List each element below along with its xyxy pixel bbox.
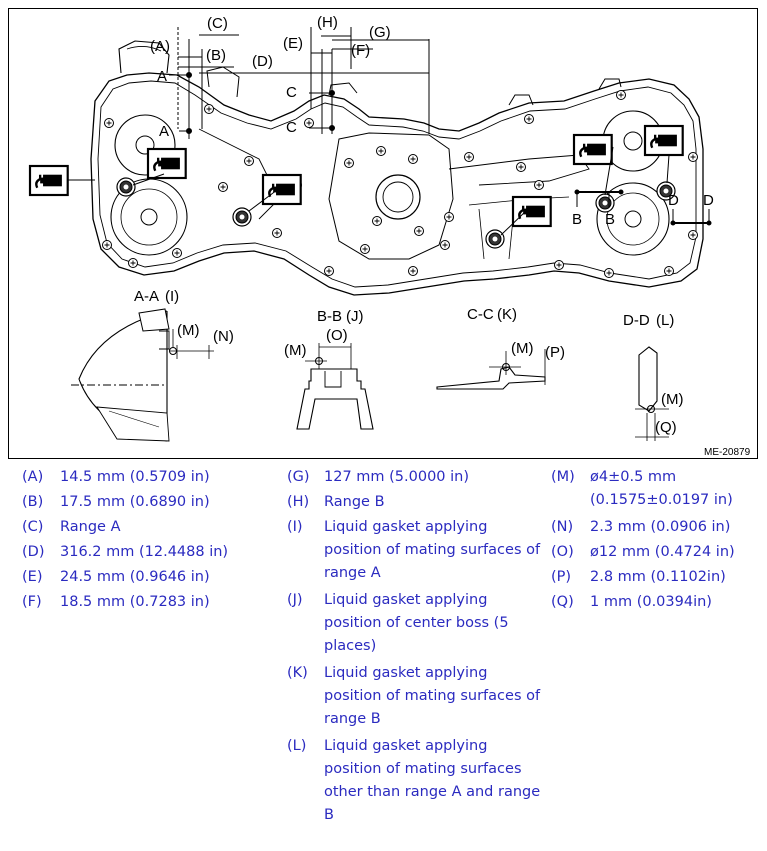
bottle-icon	[146, 147, 187, 180]
legend-value: (0.1575±0.0197 in)	[590, 492, 733, 508]
legend-key: (F)	[22, 594, 42, 610]
label-p: (P)	[545, 344, 565, 361]
legend-key: (P)	[551, 569, 572, 585]
engine-front-cover-figure: (A) (C) (B) (D) (E) (H) (G) (F) A A C C …	[8, 8, 758, 459]
section-bb-title: B-B	[317, 308, 342, 325]
range-markers	[179, 72, 712, 226]
label-h: (H)	[317, 14, 338, 31]
label-e: (E)	[283, 35, 303, 52]
label-m-aa: (M)	[177, 322, 200, 339]
legend-value: other than range A and range	[324, 784, 541, 800]
legend-value: 14.5 mm (0.5709 in)	[60, 469, 210, 485]
section-mark-c-top: C	[286, 84, 297, 101]
gasket-bosses	[116, 177, 676, 249]
section-aa-title: A-A	[134, 288, 159, 305]
legend-value: B	[324, 807, 334, 823]
legend-value: Range B	[324, 494, 385, 510]
label-o: (O)	[326, 327, 348, 344]
section-mark-d-right: D	[703, 192, 714, 209]
legend-key: (O)	[551, 544, 574, 560]
label-b: (B)	[206, 47, 226, 64]
legend-value: 316.2 mm (12.4488 in)	[60, 544, 229, 560]
bottle-icon	[28, 164, 69, 197]
label-m-dd: (M)	[661, 391, 684, 408]
legend-key: (A)	[22, 469, 44, 485]
legend-key: (G)	[287, 469, 310, 485]
legend-key: (Q)	[551, 594, 574, 610]
section-mark-b-right: B	[605, 211, 615, 228]
icon-leader-lines	[68, 146, 670, 236]
label-l: (L)	[656, 312, 674, 329]
legend-value: position of mating surfaces of	[324, 542, 541, 558]
label-n-aa: (N)	[213, 328, 234, 345]
label-k: (K)	[497, 306, 517, 323]
legend-value: ø4±0.5 mm	[590, 469, 677, 485]
figure-drawing: (A) (C) (B) (D) (E) (H) (G) (F) A A C C …	[28, 14, 751, 458]
label-m-bb: (M)	[284, 342, 307, 359]
legend-value: 2.8 mm (0.1102in)	[590, 569, 726, 585]
legend-value: Range A	[60, 519, 121, 535]
legend-value: ø12 mm (0.4724 in)	[590, 544, 735, 560]
legend-value: 127 mm (5.0000 in)	[324, 469, 470, 485]
legend-value: 1 mm (0.0394in)	[590, 594, 712, 610]
label-f: (F)	[351, 42, 370, 59]
legend-key: (J)	[287, 592, 303, 608]
legend-value: position of center boss (5	[324, 615, 509, 631]
section-cc-title: C-C	[467, 306, 494, 323]
legend-value: position of mating surfaces	[324, 761, 522, 777]
bottle-icon	[261, 173, 302, 206]
legend-value: Liquid gasket applying	[324, 592, 488, 608]
liquid-gasket-icons	[28, 124, 684, 228]
label-g: (G)	[369, 24, 391, 41]
dimension-lines	[177, 27, 430, 139]
bottle-icon	[643, 124, 684, 157]
label-d: (D)	[252, 53, 273, 70]
section-aa: A-A (I) (M) (N)	[71, 288, 234, 442]
legend-key: (I)	[287, 519, 303, 535]
center-crank-area	[198, 128, 590, 260]
legend-value: Liquid gasket applying	[324, 738, 488, 754]
label-i: (I)	[165, 288, 179, 305]
section-cc: C-C (K) (M) (P)	[436, 306, 565, 390]
section-dd-title: D-D	[623, 312, 650, 329]
legend-value: Liquid gasket applying	[324, 519, 488, 535]
legend: (A) 14.5 mm (0.5709 in) (B) 17.5 mm (0.6890…	[0, 466, 767, 851]
label-j: (J)	[346, 308, 364, 325]
legend-key: (M)	[551, 469, 575, 485]
legend-key: (L)	[287, 738, 307, 754]
figure-code: ME-20879	[704, 447, 751, 458]
legend-value: Liquid gasket applying	[324, 665, 488, 681]
left-sprockets	[110, 114, 188, 256]
section-mark-a-bottom: A	[159, 123, 169, 140]
legend-value: range A	[324, 565, 381, 581]
legend-value: 17.5 mm (0.6890 in)	[60, 494, 210, 510]
legend-key: (B)	[22, 494, 44, 510]
label-m-cc: (M)	[511, 340, 534, 357]
section-mark-a-top: A	[157, 68, 167, 85]
bottle-icon	[511, 195, 552, 228]
legend-key: (H)	[287, 494, 310, 510]
label-c: (C)	[207, 15, 228, 32]
section-mark-b-left: B	[572, 211, 582, 228]
legend-value: range B	[324, 711, 381, 727]
section-mark-d-left: D	[668, 192, 679, 209]
legend-value: 2.3 mm (0.0906 in)	[590, 519, 731, 535]
legend-value: places)	[324, 638, 377, 654]
legend-key: (E)	[22, 569, 43, 585]
legend-key: (K)	[287, 665, 308, 681]
legend-value: 24.5 mm (0.9646 in)	[60, 569, 210, 585]
section-mark-c-bottom: C	[286, 119, 297, 136]
legend-key: (C)	[22, 519, 44, 535]
section-dd: D-D (L) (M) (Q)	[623, 312, 684, 441]
label-a: (A)	[150, 38, 170, 55]
section-bb: B-B (J) (O) (M)	[284, 308, 374, 430]
legend-key: (D)	[22, 544, 45, 560]
legend-value: 18.5 mm (0.7283 in)	[60, 594, 210, 610]
legend-key: (N)	[551, 519, 574, 535]
legend-value: position of mating surfaces of	[324, 688, 541, 704]
label-q: (Q)	[655, 419, 677, 436]
bottle-icon	[572, 133, 613, 166]
